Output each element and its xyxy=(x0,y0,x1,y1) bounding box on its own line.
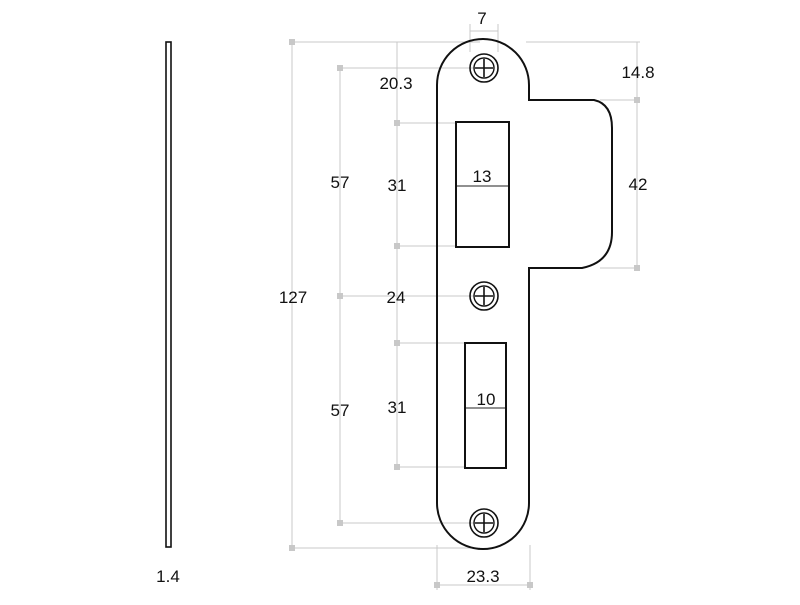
label-lip-height: 42 xyxy=(629,175,648,194)
label-upper-opening-height: 31 xyxy=(388,176,407,195)
side-view-plate xyxy=(165,41,172,548)
label-lower-opening-height: 31 xyxy=(388,398,407,417)
upper-latch-opening xyxy=(455,121,510,248)
label-total-height: 127 xyxy=(279,288,307,307)
label-lower-opening-width: 10 xyxy=(477,390,496,409)
label-lip-offset: 14.8 xyxy=(621,63,654,82)
label-thickness: 1.4 xyxy=(156,567,180,586)
label-upper-hole-spacing: 57 xyxy=(331,173,350,192)
bottom-screw-hole xyxy=(469,508,499,538)
label-upper-opening-width: 13 xyxy=(473,167,492,186)
dimension-lines xyxy=(289,24,640,590)
label-plate-width: 23.3 xyxy=(466,567,499,586)
label-top-hole-offset: 20.3 xyxy=(379,74,412,93)
strike-plate-outline xyxy=(436,38,613,550)
label-hole-diameter: 7 xyxy=(477,9,486,28)
top-screw-hole xyxy=(469,53,499,83)
lower-bolt-opening xyxy=(464,342,507,469)
middle-screw-hole xyxy=(469,281,499,311)
label-middle-gap: 24 xyxy=(387,288,406,307)
label-lower-hole-spacing: 57 xyxy=(331,401,350,420)
